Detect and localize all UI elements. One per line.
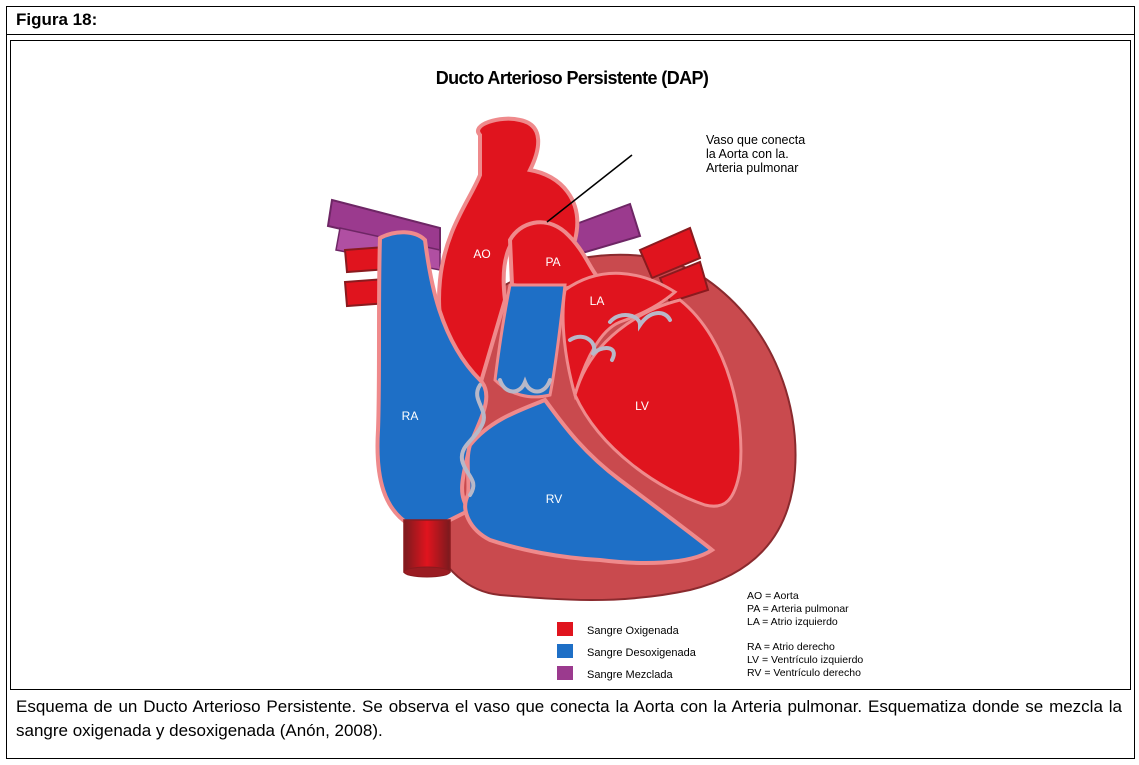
label-ra: RA xyxy=(402,409,419,423)
callout-line-1: Vaso que conecta xyxy=(706,133,805,147)
label-rv: RV xyxy=(546,492,562,506)
label-lv: LV xyxy=(635,399,649,413)
inferior-vena-cava xyxy=(404,520,450,572)
legend-label-deoxygenated: Sangre Desoxigenada xyxy=(587,647,697,659)
figure-caption: Esquema de un Ducto Arterioso Persistent… xyxy=(16,695,1122,743)
abbrev-rv: RV = Ventrículo derecho xyxy=(747,667,861,679)
diagram-title: Ducto Arterioso Persistente (DAP) xyxy=(436,68,709,88)
abbrev-ra: RA = Atrio derecho xyxy=(747,641,835,653)
label-la: LA xyxy=(590,294,605,308)
callout-line-2: la Aorta con la. xyxy=(706,147,789,161)
legend-swatch-mixed xyxy=(557,666,573,680)
label-ao: AO xyxy=(473,247,490,261)
ivc-opening xyxy=(404,567,450,577)
label-pa: PA xyxy=(545,255,560,269)
callout-text: Vaso que conecta la Aorta con la. Arteri… xyxy=(706,133,809,175)
legend-swatch-deoxygenated xyxy=(557,644,573,658)
legend-label-mixed: Sangre Mezclada xyxy=(587,669,673,681)
legend-label-oxygenated: Sangre Oxigenada xyxy=(587,625,680,637)
abbrev-pa: PA = Arteria pulmonar xyxy=(747,603,849,615)
abbreviation-list: AO = Aorta PA = Arteria pulmonar LA = At… xyxy=(747,590,866,679)
abbrev-ao: AO = Aorta xyxy=(747,590,799,602)
callout-line-3: Arteria pulmonar xyxy=(706,161,798,175)
legend-swatch-oxygenated xyxy=(557,622,573,636)
abbrev-la: LA = Atrio izquierdo xyxy=(747,616,838,628)
abbrev-lv: LV = Ventrículo izquierdo xyxy=(747,654,863,666)
